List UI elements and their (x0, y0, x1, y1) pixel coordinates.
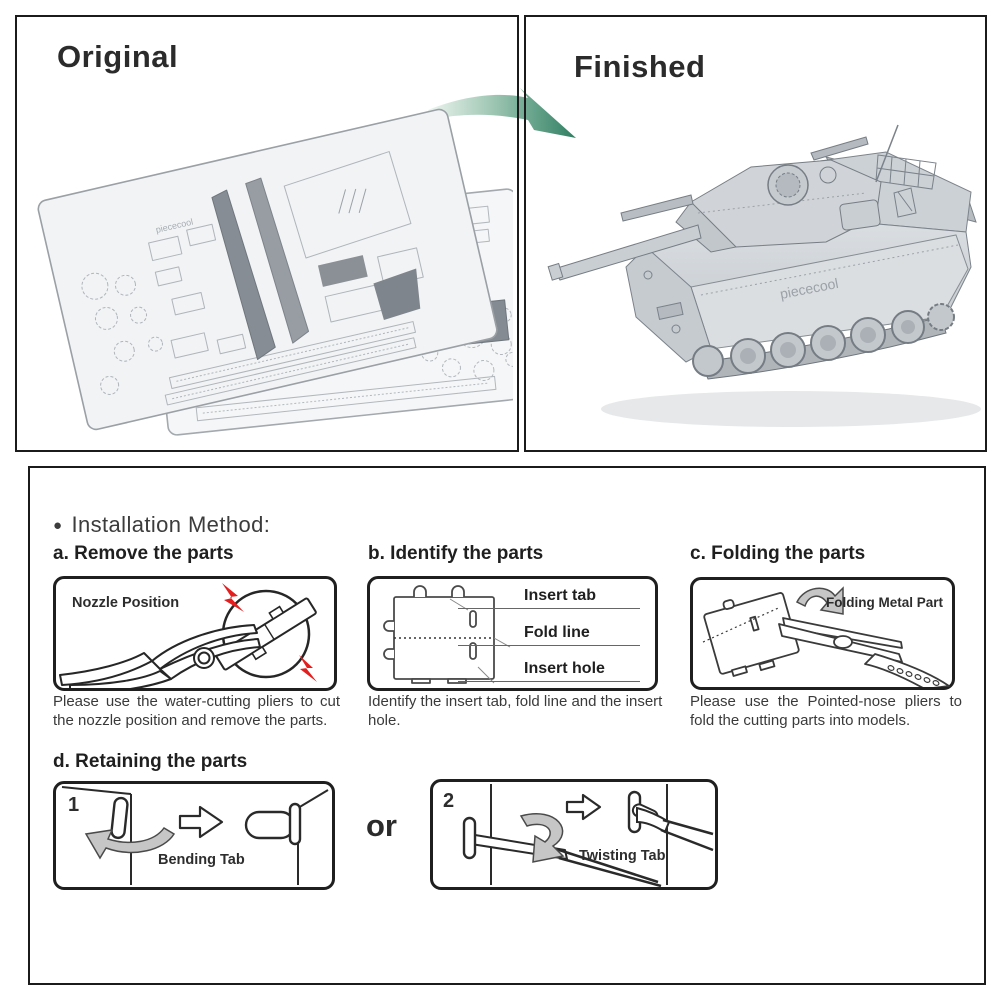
step-b-heading: b. Identify the parts (368, 543, 544, 564)
twisting-tab-label: Twisting Tab (579, 848, 666, 864)
option-2-number: 2 (443, 790, 455, 812)
folding-metal-part-label: Folding Metal Part (826, 595, 944, 610)
original-panel: Original (15, 15, 519, 452)
bending-tab-illustration (61, 786, 329, 885)
bend-direction-arrow-icon (84, 827, 176, 860)
installation-title: ●Installation Method: (53, 512, 271, 537)
or-connector: or (366, 808, 397, 843)
curved-arrow-icon (428, 88, 576, 138)
finished-title: Finished (574, 49, 706, 84)
step-c-diagram-box: Folding Metal Part (690, 577, 955, 690)
twisting-tab-illustration (462, 784, 714, 887)
next-step-arrow-icon (565, 793, 602, 821)
fold-line-label: Fold line (458, 624, 640, 646)
insert-hole-label: Insert hole (458, 660, 640, 682)
step-a-caption: Please use the water-cutting pliers to c… (53, 693, 340, 729)
part-anatomy-illustration (383, 585, 511, 684)
option-1-number: 1 (68, 794, 80, 816)
finished-panel: Finished p (524, 15, 987, 452)
pointed-nose-pliers-illustration (702, 586, 950, 687)
fold-direction-arrow-icon (795, 586, 844, 615)
bending-tab-label: Bending Tab (158, 852, 245, 868)
step-a-diagram-box: Nozzle Position (53, 576, 337, 691)
bullet-icon: ● (53, 517, 63, 534)
bending-tab-box: 1 Bending Tab (53, 781, 335, 890)
original-title: Original (57, 39, 179, 74)
step-b-caption: Identify the insert tab, fold line and t… (368, 693, 663, 729)
step-a-heading: a. Remove the parts (53, 543, 234, 564)
step-d-heading: d. Retaining the parts (53, 751, 248, 772)
step-b-diagram-box: Insert tab Fold line Insert hole (367, 576, 658, 691)
insert-tab-label: Insert tab (458, 587, 640, 609)
step-c-heading: c. Folding the parts (690, 543, 866, 564)
nozzle-position-label: Nozzle Position (72, 595, 180, 611)
water-cutting-pliers-illustration (59, 583, 317, 688)
metal-sheets-illustration: piececool (37, 108, 513, 436)
next-step-arrow-icon (178, 805, 224, 839)
twist-direction-arrow-icon (519, 813, 565, 863)
tank-model-illustration: piececool (547, 124, 981, 427)
installation-panel (28, 466, 986, 985)
step-c-caption: Please use the Pointed-nose pliers to fo… (690, 693, 962, 729)
twisting-tab-box: 2 Twisting Tab (430, 779, 718, 890)
